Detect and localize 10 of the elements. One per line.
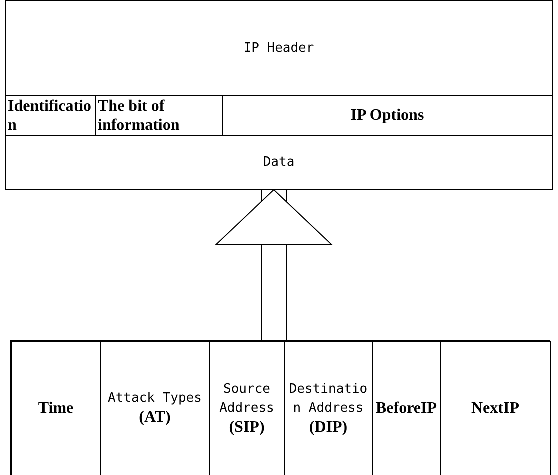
record-table (10, 340, 550, 475)
header-cell: IP Header (5, 0, 553, 96)
table-cell: Attack Types (AT) (100, 341, 210, 475)
table-cell: NextIP (440, 341, 551, 475)
block-arrow (216, 190, 332, 340)
table-cell: BeforeIP (372, 341, 441, 475)
table-cell: Destination Address (DIP) (284, 341, 373, 475)
table-cell: Time (11, 341, 101, 475)
table-cell: Source Address (SIP) (209, 341, 285, 475)
data-cell: Data (5, 135, 553, 190)
